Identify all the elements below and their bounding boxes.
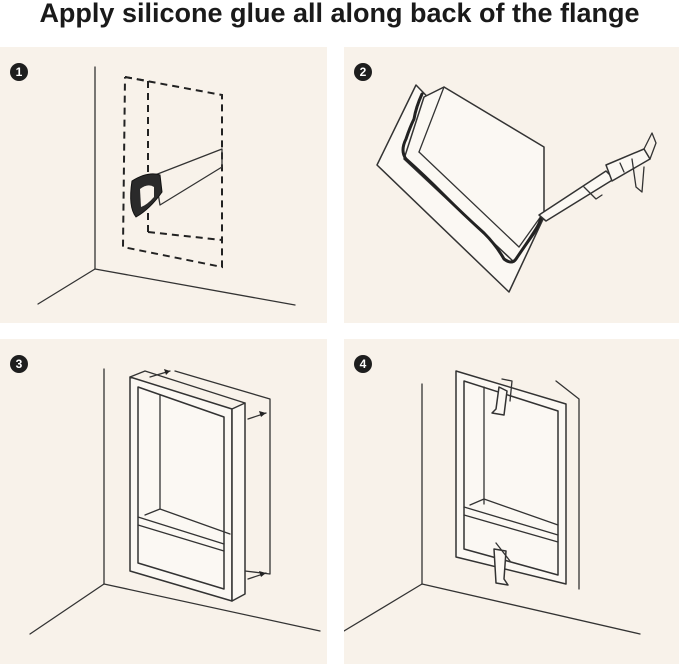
step-number-badge: 1 [10, 63, 28, 81]
step-3-panel: 3 [0, 339, 327, 664]
clip-icon [493, 542, 511, 586]
caulking-gun-icon [538, 132, 657, 222]
step-number-badge: 4 [354, 355, 372, 373]
wall-opening [555, 380, 580, 590]
step-3-illustration [29, 368, 321, 635]
shower-niche-frame [455, 370, 567, 585]
wall-opening [174, 370, 271, 575]
step-1-illustration [37, 66, 296, 306]
handsaw-icon [130, 148, 223, 218]
niche-back-view [376, 84, 545, 293]
step-number-badge: 3 [10, 355, 28, 373]
step-2-illustration [376, 84, 657, 293]
page-title: Apply silicone glue all along back of th… [39, 0, 640, 28]
step-1-panel: 1 [0, 47, 327, 323]
step-2-panel: 2 [344, 47, 679, 323]
step-4-illustration [344, 370, 641, 635]
wall-corner-lines [29, 368, 321, 635]
shower-niche-frame [129, 370, 246, 602]
wall-corner-lines [344, 383, 641, 635]
clip-icon [491, 378, 513, 416]
step-number-badge: 2 [354, 63, 372, 81]
cut-outline-dashed [121, 76, 223, 269]
wall-corner-lines [37, 66, 296, 306]
step-4-panel: 4 [344, 339, 679, 664]
push-arrows [149, 369, 267, 580]
